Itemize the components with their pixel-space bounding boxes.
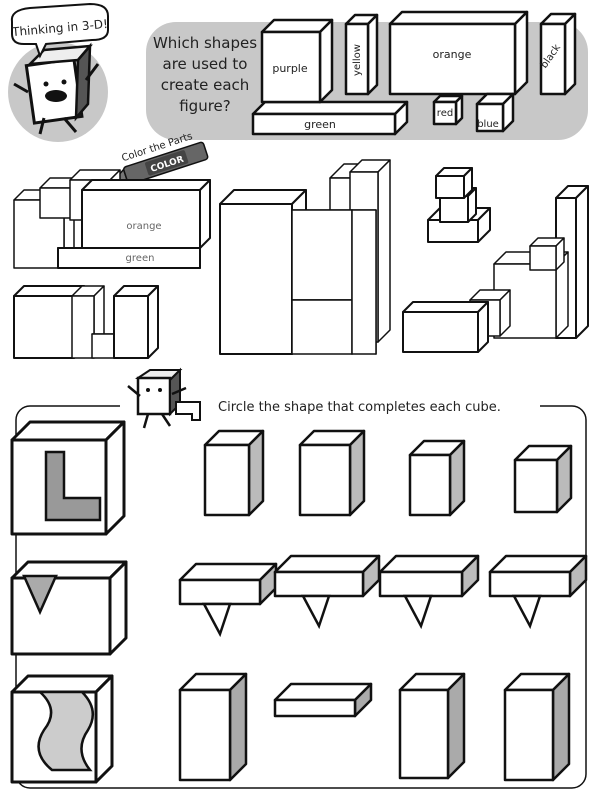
speech-bubble: Thinking in 3-D! — [11, 2, 109, 59]
figure2-part — [351, 209, 377, 355]
cube-2-option-point — [201, 602, 232, 638]
figure2-part — [291, 209, 353, 301]
piece-red — [432, 94, 464, 126]
figure1-orange-block — [81, 179, 211, 249]
cube-3-missing-wave — [36, 690, 95, 772]
mascot-top — [8, 42, 108, 142]
figure2-part — [291, 299, 353, 355]
cube-3-option-3[interactable] — [398, 672, 466, 780]
cube-2-option-1[interactable] — [178, 562, 278, 638]
figure4-part — [555, 185, 589, 339]
cube-3-option-4[interactable] — [503, 672, 571, 782]
cube-2-option-2[interactable] — [273, 554, 381, 630]
figure1-green-label: green — [126, 253, 155, 264]
cube-3-option-1[interactable] — [178, 672, 248, 782]
cube-1-option-4[interactable] — [513, 444, 573, 514]
cube-2-option-4[interactable] — [488, 554, 588, 630]
piece-blue-label: blue — [477, 119, 499, 130]
piece-purple-label: purple — [272, 62, 308, 75]
piece-green-label: green — [304, 118, 336, 131]
crayon-icon: COLOR — [112, 141, 209, 185]
piece-blue — [475, 92, 515, 133]
mascot-small — [127, 367, 201, 429]
cube-1-option-1[interactable] — [203, 429, 265, 517]
svg-text:are used to: are used to — [163, 55, 248, 73]
svg-text:figure?: figure? — [179, 97, 231, 115]
figure5-part — [113, 285, 159, 359]
cube-2-option-point — [300, 594, 331, 630]
question-text: Which shapes are used to create each fig… — [153, 34, 257, 115]
cube-2-missing-notch — [22, 574, 58, 616]
figure1-green-block — [57, 247, 201, 269]
figure4-part — [402, 301, 489, 353]
figure1-orange-label: orange — [126, 221, 161, 232]
cube-1-option-3[interactable] — [408, 439, 466, 517]
svg-text:create each: create each — [161, 76, 250, 94]
section2-heading: Circle the shape that completes each cub… — [218, 400, 501, 415]
cube-2-option-3[interactable] — [378, 554, 480, 630]
piece-red-label: red — [437, 108, 453, 119]
piece-orange — [388, 10, 529, 96]
cube-2-option-point — [402, 594, 433, 630]
piece-yellow — [344, 13, 379, 96]
figure3-part — [435, 167, 473, 199]
piece-yellow-label: yellow — [352, 44, 363, 76]
svg-text:Which shapes: Which shapes — [153, 34, 257, 52]
figure4-part — [529, 237, 565, 271]
piece-green — [251, 100, 409, 136]
cube-1-option-2[interactable] — [298, 429, 366, 517]
cube-1-missing-cavity — [44, 450, 102, 522]
cube-2-option-point — [511, 594, 542, 630]
piece-purple — [260, 18, 334, 104]
piece-black — [539, 12, 577, 96]
cube-3-option-2[interactable] — [273, 682, 373, 718]
figure5-part — [91, 333, 115, 359]
piece-orange-label: orange — [433, 48, 472, 61]
